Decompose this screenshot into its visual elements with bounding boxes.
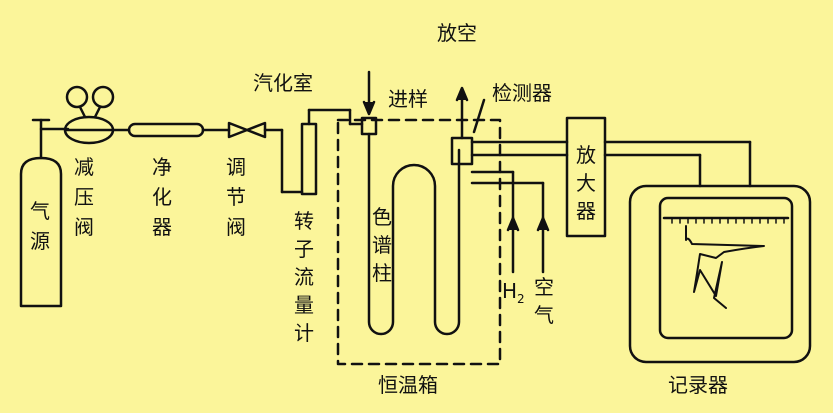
column-label-3: 柱 [372, 261, 392, 285]
recorder-label: 记录器 [668, 373, 728, 397]
pressure-reducer-valve [63, 85, 115, 145]
amplifier [565, 116, 752, 238]
rotameter [300, 108, 364, 196]
gas-source-label-1: 气 [30, 199, 50, 223]
detector-label: 检测器 [492, 81, 552, 105]
air-label-2: 气 [534, 303, 554, 327]
purifier [127, 122, 231, 138]
amplifier-label-2: 大 [576, 171, 596, 195]
recorder [628, 184, 812, 364]
hydrogen-subscript: 2 [517, 292, 525, 306]
vent-label: 放空 [437, 21, 477, 45]
regulating-valve-label-3: 阀 [226, 215, 246, 239]
pressure-reducer-label-2: 压 [74, 185, 94, 209]
column-label-2: 谱 [372, 233, 392, 257]
regulating-valve-label-1: 调 [226, 155, 246, 179]
hydrogen-label: H2 [502, 279, 525, 306]
amplifier-label-1: 放 [576, 143, 596, 167]
gas-cylinder [19, 118, 70, 308]
vaporization-chamber [360, 70, 378, 136]
column-label-1: 色 [372, 205, 392, 229]
oven-label: 恒温箱 [378, 373, 438, 397]
gas-source-label-2: 源 [30, 229, 50, 253]
rotameter-label-2: 子 [294, 237, 314, 261]
thermostatic-oven-box [336, 118, 502, 366]
detector [450, 86, 569, 274]
rotameter-label-5: 计 [294, 321, 314, 345]
chromatographic-column [367, 132, 461, 336]
pressure-reducer-label-3: 阀 [74, 215, 94, 239]
purifier-label-1: 净 [152, 155, 172, 179]
rotameter-label-1: 转 [294, 209, 314, 233]
amplifier-label-3: 器 [576, 199, 596, 223]
regulating-valve [227, 121, 304, 194]
rotameter-label-4: 量 [294, 293, 314, 317]
injection-label: 进样 [388, 87, 428, 111]
rotameter-label-3: 流 [294, 265, 314, 289]
vaporizer-label: 汽化室 [253, 71, 313, 95]
hydrogen-symbol: H [502, 279, 517, 303]
regulating-valve-label-2: 节 [226, 185, 246, 209]
purifier-label-2: 化 [152, 185, 172, 209]
purifier-label-3: 器 [152, 215, 172, 239]
air-label-1: 空 [534, 275, 554, 299]
pressure-reducer-label-1: 减 [74, 155, 94, 179]
